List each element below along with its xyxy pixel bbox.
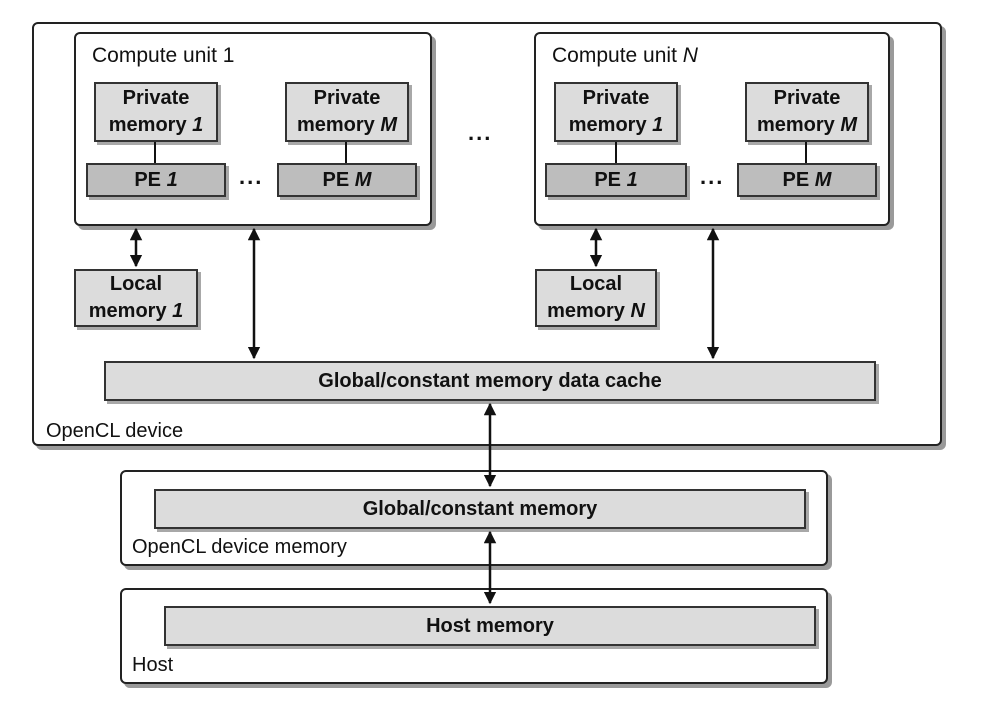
cu1-pe-m: PE M [277, 163, 417, 197]
host-memory: Host memory [164, 606, 816, 646]
cun-pe-1: PE 1 [545, 163, 687, 197]
compute-units-ellipsis: ... [468, 120, 493, 145]
compute-unit-n-title: Compute unit N [552, 44, 698, 67]
cun-private-memory-1: Private memory 1 [554, 82, 678, 142]
local-memory-1: Local memory 1 [74, 269, 198, 327]
cu1-pe-ellipsis: ... [239, 164, 264, 189]
cun-pe-m: PE M [737, 163, 877, 197]
local-memory-n: Local memory N [535, 269, 657, 327]
opencl-device-memory-label: OpenCL device memory [132, 536, 347, 558]
opencl-device-label: OpenCL device [46, 420, 184, 442]
cun-pe-ellipsis: ... [700, 164, 725, 189]
compute-unit-1-title: Compute unit 1 [92, 44, 235, 67]
cu1-private-memory-m: Private memory M [285, 82, 409, 142]
global-constant-memory: Global/constant memory [154, 489, 806, 529]
cu1-pe-1: PE 1 [86, 163, 226, 197]
cun-private-memory-m: Private memory M [745, 82, 869, 142]
global-constant-memory-data-cache: Global/constant memory data cache [104, 361, 876, 401]
cu1-private-memory-1: Private memory 1 [94, 82, 218, 142]
host-label: Host [132, 654, 174, 676]
